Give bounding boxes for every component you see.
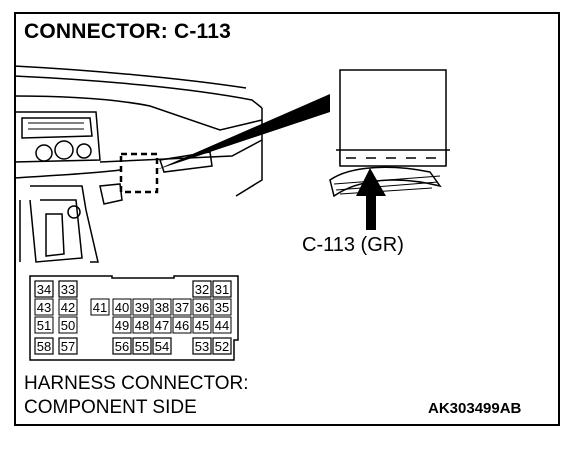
pin-label-49: 49 (115, 318, 129, 333)
pin-label-33: 33 (61, 282, 75, 297)
pin-cell-50 (58, 316, 78, 334)
pin-cell-42 (58, 298, 78, 316)
dashboard-drawing (13, 65, 263, 263)
pin-cell-55 (132, 337, 152, 355)
harness-connector-face (29, 275, 239, 361)
pin-label-39: 39 (135, 300, 149, 315)
pin-label-35: 35 (215, 300, 229, 315)
connector-title: CONNECTOR: C-113 (24, 20, 232, 43)
pin-label-57: 57 (61, 339, 75, 354)
pin-label-47: 47 (155, 318, 169, 333)
pin-label-55: 55 (135, 339, 149, 354)
pin-label-58: 58 (37, 339, 51, 354)
caption-line-2: COMPONENT SIDE (24, 397, 197, 418)
pin-cell-32 (192, 280, 212, 298)
pin-cell-48 (132, 316, 152, 334)
pin-label-42: 42 (61, 300, 75, 315)
pin-cell-38 (152, 298, 172, 316)
pin-cell-36 (192, 298, 212, 316)
pin-cell-40 (112, 298, 132, 316)
figure-code: AK303499AB (428, 400, 522, 417)
pin-label-52: 52 (215, 339, 229, 354)
pin-label-46: 46 (175, 318, 189, 333)
pin-cell-39 (132, 298, 152, 316)
pin-label-38: 38 (155, 300, 169, 315)
pin-label-34: 34 (37, 282, 51, 297)
pin-cell-41 (90, 298, 110, 316)
pin-label-45: 45 (195, 318, 209, 333)
pin-label-36: 36 (195, 300, 209, 315)
pin-cell-51 (34, 316, 54, 334)
pin-cell-49 (112, 316, 132, 334)
pin-cell-56 (112, 337, 132, 355)
pin-label-48: 48 (135, 318, 149, 333)
pin-label-54: 54 (155, 339, 169, 354)
pin-cell-37 (172, 298, 192, 316)
connector-view-caption: HARNESS CONNECTOR: COMPONENT SIDE (24, 372, 249, 420)
pin-cell-45 (192, 316, 212, 334)
pin-cell-31 (212, 280, 232, 298)
pin-label-32: 32 (195, 282, 209, 297)
pin-label-37: 37 (175, 300, 189, 315)
pin-label-44: 44 (215, 318, 229, 333)
pin-cell-54 (152, 337, 172, 355)
diagram-frame (14, 12, 560, 426)
pin-label-31: 31 (215, 282, 229, 297)
pin-cell-58 (34, 337, 54, 355)
pin-label-41: 41 (93, 300, 107, 315)
pin-label-51: 51 (37, 318, 51, 333)
pin-cell-47 (152, 316, 172, 334)
pin-cell-46 (172, 316, 192, 334)
callout-arrow (356, 168, 386, 230)
caption-line-1: HARNESS CONNECTOR: (24, 373, 249, 394)
pin-cell-52 (212, 337, 232, 355)
pin-cell-57 (58, 337, 78, 355)
connector-location-box (119, 152, 159, 194)
pointer-beam (156, 94, 330, 170)
control-unit-drawing (329, 69, 450, 198)
pin-cell-44 (212, 316, 232, 334)
pin-cell-53 (192, 337, 212, 355)
pin-cell-35 (212, 298, 232, 316)
pin-label-40: 40 (115, 300, 129, 315)
pin-cell-33 (58, 280, 78, 298)
pin-cell-43 (34, 298, 54, 316)
pin-label-53: 53 (195, 339, 209, 354)
pin-label-56: 56 (115, 339, 129, 354)
pin-layer: 34 33 32 31 43 42 41 40 39 38 37 36 35 51 50 49 48 47 46 45… (34, 280, 232, 355)
connector-callout-label: C-113 (GR) (302, 234, 404, 256)
pin-label-50: 50 (61, 318, 75, 333)
pin-label-43: 43 (37, 300, 51, 315)
pin-cell-34 (34, 280, 54, 298)
